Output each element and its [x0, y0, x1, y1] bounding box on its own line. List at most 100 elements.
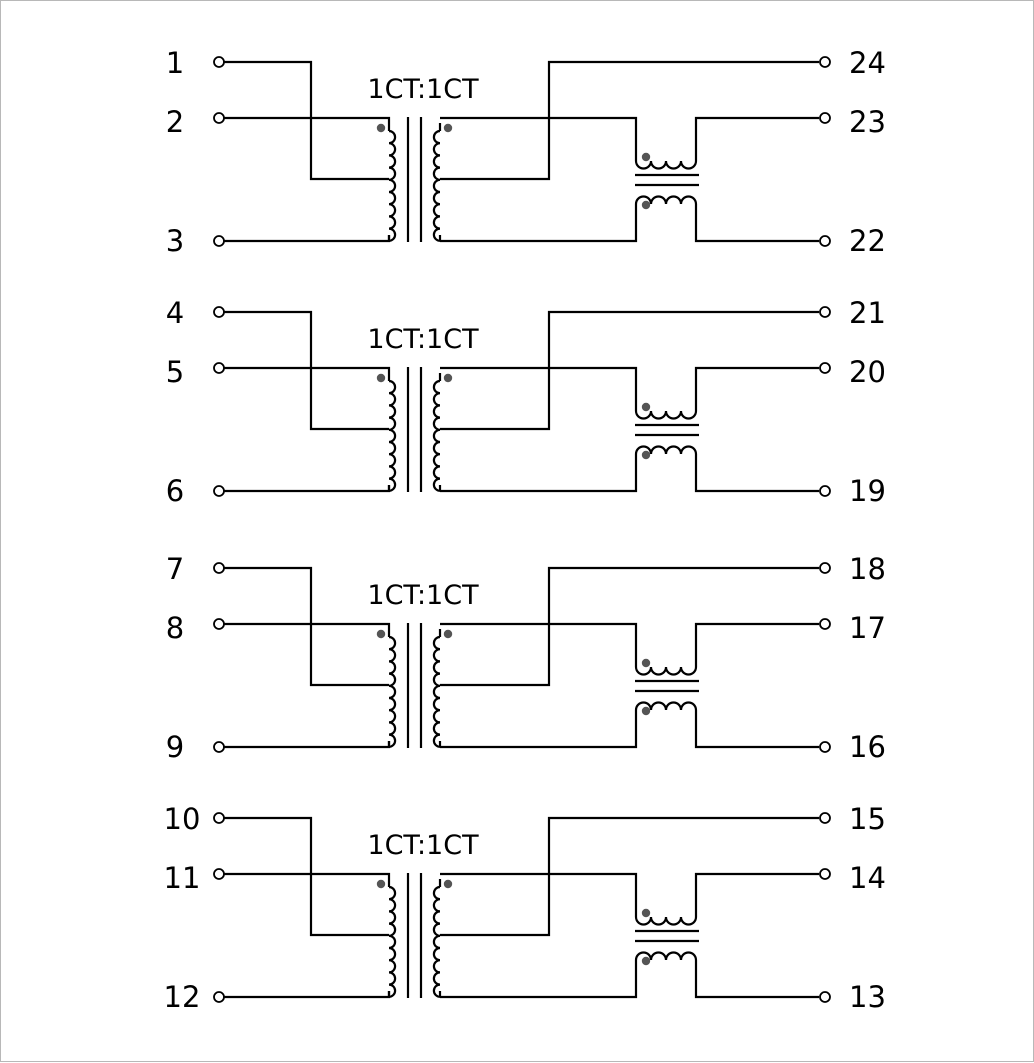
pin-label: 4 — [166, 296, 184, 330]
choke-dot-top — [641, 402, 651, 412]
turns-ratio-label: 1CT:1CT — [367, 580, 479, 611]
polarity-dot-primary — [376, 373, 386, 383]
wire-primary-top — [223, 366, 391, 373]
pin-terminal — [819, 485, 831, 497]
pin-terminal — [819, 618, 831, 630]
choke-coil-top — [634, 666, 698, 676]
wire-primary-center-tap — [223, 310, 389, 431]
pin-terminal — [213, 741, 225, 753]
choke-dot-top — [641, 908, 651, 918]
pin-label: 16 — [849, 730, 886, 764]
pin-label: 24 — [849, 46, 886, 80]
pin-label: 8 — [166, 611, 184, 645]
choke-coil-top — [634, 916, 698, 926]
pin-terminal — [213, 991, 225, 1003]
wire-primary-bottom — [223, 741, 391, 749]
pin-terminal — [819, 991, 831, 1003]
wire-secondary-center-tap — [440, 60, 819, 181]
pin-terminal — [213, 112, 225, 124]
choke-coil-bottom — [634, 701, 698, 711]
pin-terminal — [213, 812, 225, 824]
pin-terminal — [213, 868, 225, 880]
pin-label: 12 — [164, 980, 201, 1014]
pin-label: 5 — [166, 355, 184, 389]
choke-dot-top — [641, 658, 651, 668]
wire-choke-out-top — [694, 366, 819, 411]
pin-terminal — [819, 306, 831, 318]
pin-terminal — [819, 56, 831, 68]
pin-label: 1 — [166, 46, 184, 80]
wire-primary-top — [223, 116, 391, 123]
pin-label: 6 — [166, 474, 184, 508]
pin-label: 20 — [849, 355, 886, 389]
pin-label: 3 — [166, 224, 184, 258]
choke-dot-bottom — [641, 450, 651, 460]
choke-coil-bottom — [634, 951, 698, 961]
wire-choke-out-bottom — [694, 960, 819, 999]
pin-terminal — [213, 485, 225, 497]
pin-terminal — [819, 562, 831, 574]
choke-coil-top — [634, 410, 698, 420]
wire-secondary-top — [440, 366, 638, 411]
pin-terminal — [213, 362, 225, 374]
primary-coil — [387, 885, 397, 998]
wire-secondary-bottom — [440, 710, 638, 749]
wire-choke-out-top — [694, 622, 819, 667]
polarity-dot-secondary — [443, 629, 453, 639]
wire-choke-out-bottom — [694, 454, 819, 493]
polarity-dot-secondary — [443, 879, 453, 889]
wire-primary-center-tap — [223, 566, 389, 687]
choke-dot-bottom — [641, 706, 651, 716]
pin-terminal — [819, 362, 831, 374]
pin-label: 17 — [849, 611, 886, 645]
pin-label: 22 — [849, 224, 886, 258]
choke-coil-bottom — [634, 445, 698, 455]
primary-coil — [387, 129, 397, 242]
choke-dot-bottom — [641, 200, 651, 210]
wire-choke-out-bottom — [694, 710, 819, 749]
polarity-dot-secondary — [443, 373, 453, 383]
wire-primary-bottom — [223, 991, 391, 999]
wire-secondary-top — [440, 622, 638, 667]
pin-terminal — [213, 618, 225, 630]
pin-label: 18 — [849, 552, 886, 586]
pin-terminal — [819, 812, 831, 824]
wire-secondary-top — [440, 872, 638, 917]
pin-terminal — [213, 235, 225, 247]
wire-choke-out-top — [694, 116, 819, 161]
wire-primary-top — [223, 872, 391, 879]
polarity-dot-primary — [376, 123, 386, 133]
wire-secondary-center-tap — [440, 310, 819, 431]
pin-label: 7 — [166, 552, 184, 586]
pin-terminal — [819, 868, 831, 880]
wire-secondary-center-tap — [440, 566, 819, 687]
pin-terminal — [819, 112, 831, 124]
wire-primary-top — [223, 622, 391, 629]
pin-terminal — [819, 741, 831, 753]
secondary-coil — [432, 635, 442, 748]
secondary-coil — [432, 885, 442, 998]
choke-coil-bottom — [634, 195, 698, 205]
wire-secondary-top — [440, 116, 638, 161]
wire-secondary-center-tap — [440, 816, 819, 937]
pin-label: 9 — [166, 730, 184, 764]
primary-coil — [387, 635, 397, 748]
polarity-dot-secondary — [443, 123, 453, 133]
wire-choke-out-top — [694, 872, 819, 917]
choke-dot-bottom — [641, 956, 651, 966]
polarity-dot-primary — [376, 629, 386, 639]
pin-label: 21 — [849, 296, 886, 330]
wire-choke-out-bottom — [694, 204, 819, 243]
pin-label: 11 — [164, 861, 201, 895]
wire-primary-center-tap — [223, 60, 389, 181]
turns-ratio-label: 1CT:1CT — [367, 830, 479, 861]
secondary-coil — [432, 379, 442, 492]
pin-terminal — [213, 562, 225, 574]
choke-coil-top — [634, 160, 698, 170]
choke-dot-top — [641, 152, 651, 162]
